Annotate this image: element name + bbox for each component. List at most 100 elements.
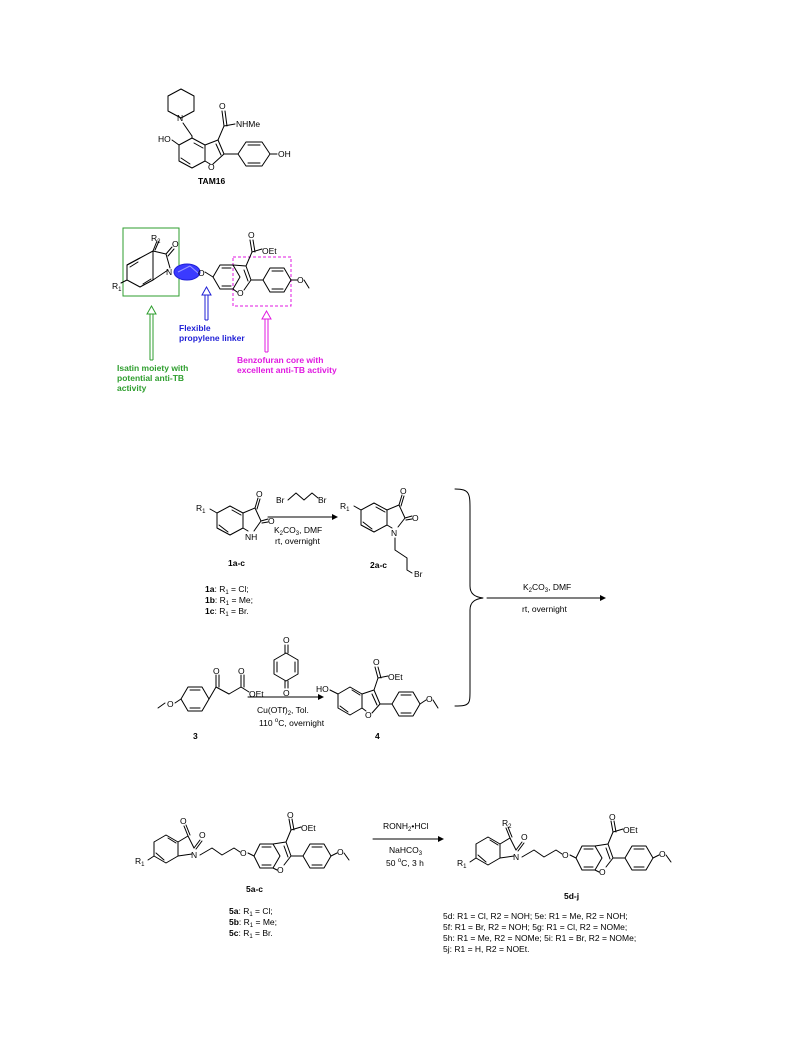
label-5d-j: 5d-j [564, 891, 579, 901]
design-ome-o: O [297, 275, 304, 285]
tam16-furan-o: O [208, 162, 215, 172]
scheme-1: O O NH R1 1a-c Br Br K2CO3, DMF rt, over… [157, 486, 606, 741]
cond2-line2: 110 oC, overnight [259, 718, 325, 728]
cmpd4-ester-o: O [373, 657, 380, 667]
compound-1-structure: O O NH R1 [196, 489, 275, 542]
cmpd3-ome-o: O [167, 699, 174, 709]
cmpd1-r1: R1 [196, 503, 206, 515]
tam16-caption: TAM16 [198, 176, 226, 186]
cmpd2-n: N [391, 528, 397, 538]
tam16-nhme-label: NHMe [236, 119, 260, 129]
list-5b: 5b: R1 = Me; [229, 917, 277, 929]
cmpd5dj-ether-o: O [562, 850, 569, 860]
label-2a-c: 2a-c [370, 560, 387, 570]
cmpd5dj-ester-o: O [609, 812, 616, 822]
cmpd5dj-r1: R1 [457, 858, 467, 870]
compound-2-structure: O O N Br R1 [340, 486, 423, 579]
list-5c: 5c: R1 = Br. [229, 928, 273, 940]
bq-o-top: O [283, 635, 290, 645]
list-1b: 1b: R1 = Me; [205, 595, 253, 607]
cmpd2-r1: R1 [340, 501, 350, 513]
cmpd3-ketone-o: O [213, 666, 220, 676]
cmpd5dj-o-right: O [521, 832, 528, 842]
design-concept: R2 O N R1 O O O OEt [112, 227, 337, 393]
reagent-br-right: Br [318, 495, 327, 505]
propylene-linker-ellipse [173, 263, 201, 281]
cond3-line1: RONH2•HCl [383, 821, 429, 833]
cmpd5-furan-o: O [277, 865, 284, 875]
benzofuran-label-line1: Benzofuran core with [237, 355, 323, 365]
isatin-label-line3: activity [117, 383, 147, 393]
cmpd5-r1: R1 [135, 856, 145, 868]
design-r2-label: R2 [151, 233, 161, 245]
list-5a: 5a: R1 = Cl; [229, 906, 273, 918]
label-5a-c: 5a-c [246, 884, 263, 894]
label-4: 4 [375, 731, 380, 741]
tam16-structure: N O HO O NHMe OH [158, 88, 291, 172]
tam16-carbonyl-o: O [219, 101, 226, 111]
cmpd5dj-furan-o: O [599, 867, 606, 877]
design-ester-o: O [248, 230, 255, 240]
cond1-line1: K2CO3, DMF [274, 525, 322, 537]
cmpd4-furan-o: O [365, 710, 372, 720]
blue-arrow [201, 285, 212, 321]
scheme-2: O O N R1 O O O OEt [135, 810, 672, 954]
cmpd5-ome-o: O [337, 847, 344, 857]
compound-4-structure: HO O O OEt O [316, 657, 439, 720]
cmpd4-oet: OEt [388, 672, 403, 682]
cmpd4-ho: HO [316, 684, 329, 694]
cmpd5dj-ome-o: O [659, 849, 666, 859]
main-cond-line2: rt, overnight [522, 604, 568, 614]
compound-3-structure: O O O OEt [157, 666, 264, 712]
design-r1-label: R1 [112, 281, 122, 293]
cmpd1-o-right: O [268, 516, 275, 526]
tam16-n-label: N [177, 113, 183, 123]
cmpd5-oet: OEt [301, 823, 316, 833]
cmpd5-o-top: O [180, 816, 187, 826]
cmpd2-br: Br [414, 569, 423, 579]
design-furan-o: O [237, 288, 244, 298]
cmpd3-oet: OEt [249, 689, 264, 699]
list-1c: 1c: R1 = Br. [205, 606, 249, 618]
benzofuran-label-line2: excellent anti-TB activity [237, 365, 337, 375]
benzoquinone-structure: O O [273, 635, 299, 698]
label-1a-c: 1a-c [228, 558, 245, 568]
cmpd5dj-n: N [513, 852, 519, 862]
cmpd5-n: N [191, 850, 197, 860]
list-5dj-line2: 5f: R1 = Br, R2 = NOH; 5g: R1 = Cl, R2 =… [443, 922, 627, 932]
design-ether-o: O [198, 268, 205, 278]
isatin-highlight-box [122, 227, 180, 297]
reagent-br-left: Br [276, 495, 285, 505]
cmpd5dj-oet: OEt [623, 825, 638, 835]
compound-5-structure: O O N R1 O O O OEt [135, 810, 350, 875]
design-isatin-n: N [166, 267, 172, 277]
compound-5dj-structure: R2 O N R1 O O O OEt [457, 812, 672, 877]
design-oet-label: OEt [262, 246, 277, 256]
bq-o-bottom: O [283, 688, 290, 698]
cmpd5-ether-o: O [240, 848, 247, 858]
cmpd4-ome-o: O [426, 694, 433, 704]
cond3-line2: NaHCO3 [389, 845, 423, 857]
tam16-oh-label: OH [278, 149, 291, 159]
cond2-line1: Cu(OTf)2, Tol. [257, 705, 309, 717]
benzofuran-highlight-box [232, 256, 292, 307]
list-1a: 1a: R1 = Cl; [205, 584, 249, 596]
combine-bracket [454, 488, 484, 707]
design-isatin-o: O [172, 239, 179, 249]
list-5dj-line3: 5h: R1 = Me, R2 = NOMe; 5i: R1 = Br, R2 … [443, 933, 636, 943]
cmpd1-nh: NH [245, 532, 257, 542]
label-3: 3 [193, 731, 198, 741]
cmpd2-o-right: O [412, 513, 419, 523]
tam16-ho-label: HO [158, 134, 171, 144]
main-cond-line1: K2CO3, DMF [523, 582, 571, 594]
cmpd2-o-top: O [400, 486, 407, 496]
cmpd1-o-top: O [256, 489, 263, 499]
cmpd5-o-right: O [199, 830, 206, 840]
isatin-label-line2: potential anti-TB [117, 373, 184, 383]
magenta-arrow [261, 309, 272, 353]
cmpd5dj-r2: R2 [502, 818, 512, 830]
linker-label-line2: propylene linker [179, 333, 245, 343]
list-5dj-line4: 5j: R1 = H, R2 = NOEt. [443, 944, 529, 954]
cond3-line3: 50 oC, 3 h [386, 858, 424, 868]
